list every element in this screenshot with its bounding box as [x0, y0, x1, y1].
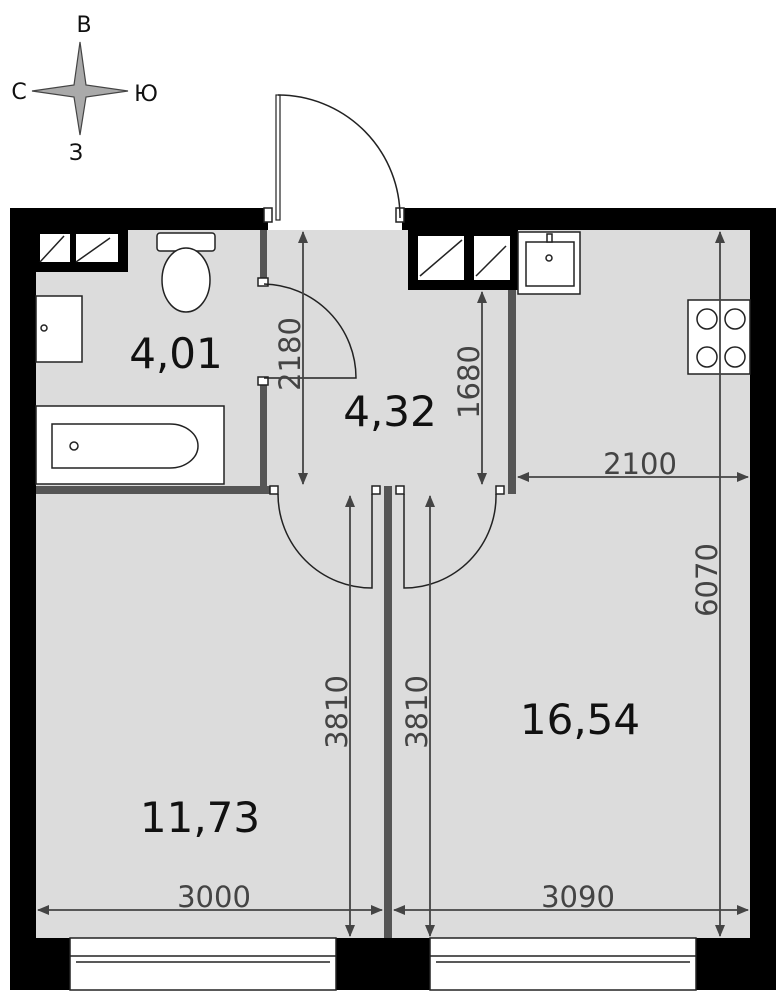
window-right — [429, 937, 697, 991]
dim-total-height: 6070 — [690, 543, 724, 617]
toilet-icon — [156, 232, 216, 313]
dimension-lines — [37, 231, 749, 937]
bathroom-door — [263, 283, 357, 379]
compass: В С Ю З — [11, 13, 158, 166]
dim-kitchen-width: 2100 — [603, 447, 677, 481]
outer-walls — [10, 208, 776, 990]
entrance-door — [275, 94, 401, 221]
bathtub-icon — [35, 405, 225, 485]
dim-hall-height: 1680 — [452, 345, 486, 419]
compass-north-label: С — [11, 80, 26, 105]
compass-star-icon — [31, 41, 129, 136]
room-small-door — [277, 493, 373, 589]
ventilation-shaft-right — [408, 230, 518, 290]
room-large-door — [403, 493, 497, 589]
area-room-small: 11,73 — [140, 793, 260, 842]
area-bathroom: 4,01 — [129, 329, 223, 378]
area-hall: 4,32 — [343, 387, 437, 436]
compass-west-label: З — [69, 141, 83, 166]
compass-east-label: В — [76, 13, 91, 38]
dim-left-room-height: 3810 — [320, 675, 354, 749]
floor-area — [36, 230, 750, 938]
dim-right-width: 3090 — [541, 880, 615, 914]
dim-bath-height: 2180 — [273, 317, 307, 391]
ventilation-shaft-left — [36, 230, 128, 272]
kitchen-sink-icon — [517, 231, 581, 295]
dim-right-room-height: 3810 — [400, 675, 434, 749]
compass-south-label: Ю — [134, 82, 158, 107]
stove-icon — [687, 299, 751, 375]
window-left — [69, 937, 337, 991]
dim-left-width: 3000 — [177, 880, 251, 914]
washbasin-icon — [35, 295, 83, 363]
area-room-large: 16,54 — [520, 695, 640, 744]
